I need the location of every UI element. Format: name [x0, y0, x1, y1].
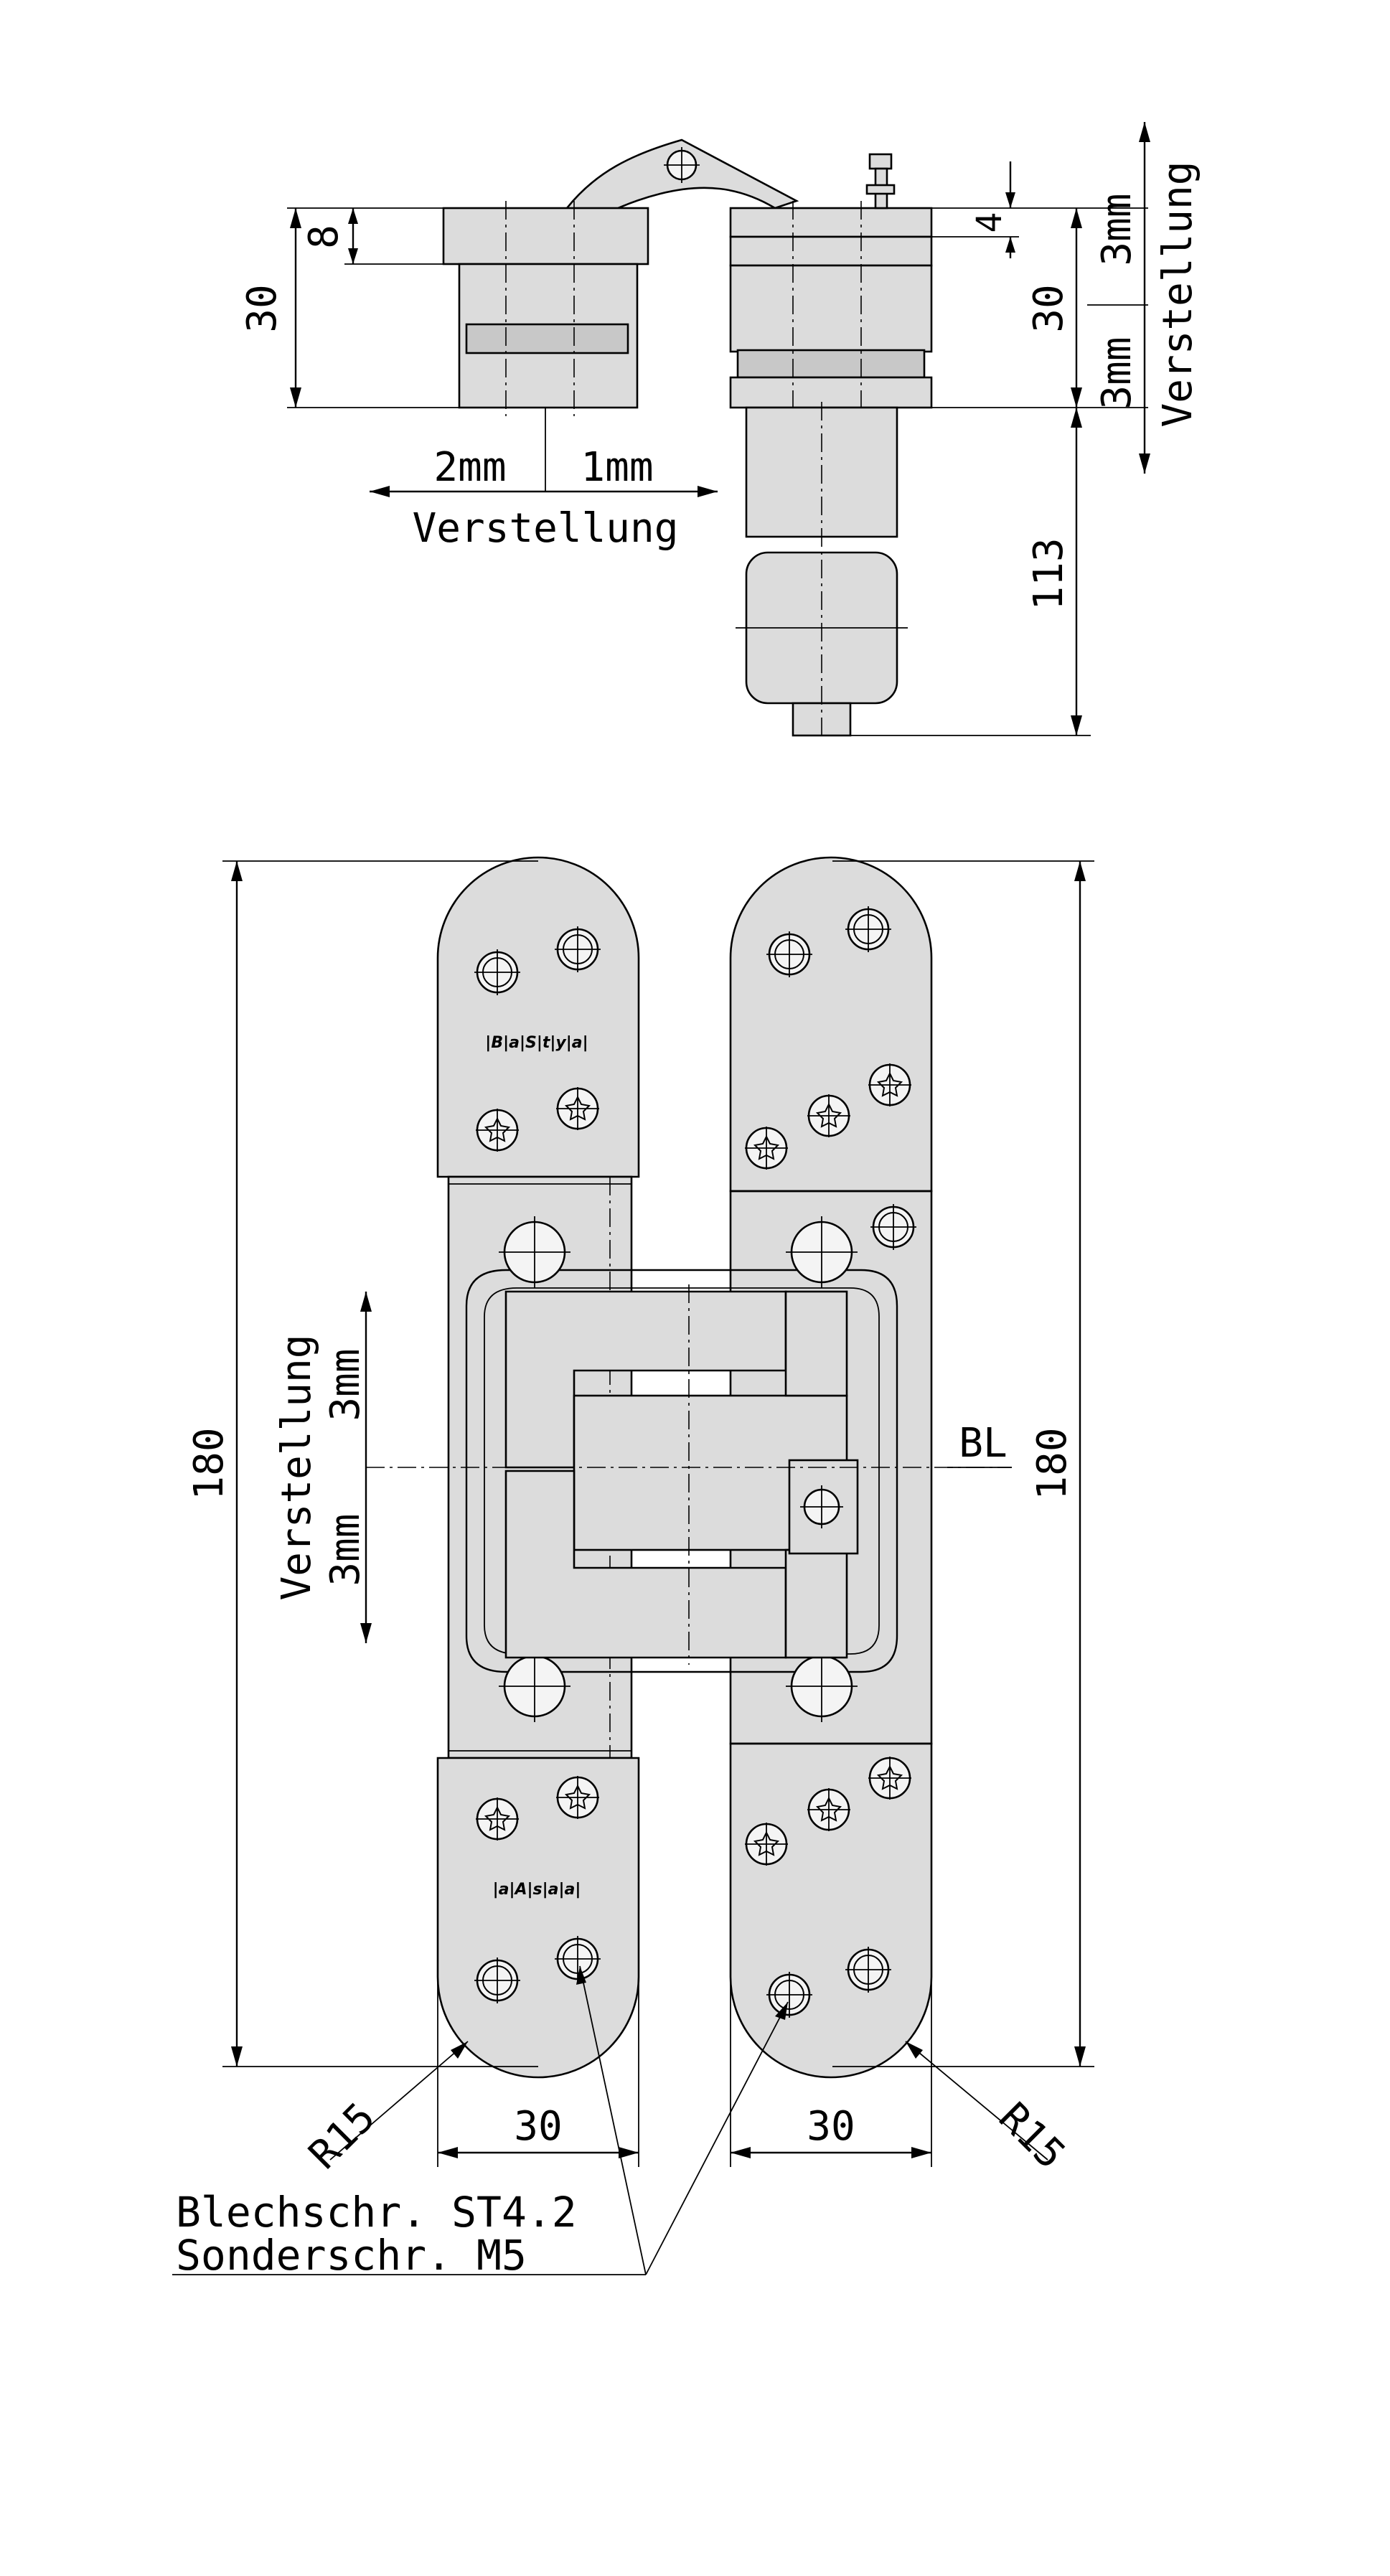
adjust-vertical-title: Verstellung — [1155, 161, 1201, 428]
top-view: 30 8 2mm 1mm Verstellung — [239, 122, 1201, 739]
cylinder-top — [736, 402, 908, 739]
dim-width-right: 30 — [730, 1977, 932, 2167]
adjust-right-label: 1mm — [581, 444, 653, 491]
radius-right-label: R15 — [990, 2094, 1074, 2178]
dim-width-right-label: 30 — [807, 2103, 855, 2150]
dim-right-height-label: 30 — [1025, 284, 1072, 332]
front-adjust-title: Verstellung — [273, 1335, 320, 1601]
adjust-down-label: 3mm — [1094, 337, 1140, 409]
adjust-left-label: 2mm — [433, 444, 506, 491]
right-body-top — [729, 153, 933, 416]
radius-left-label: R15 — [300, 2094, 384, 2178]
dim-height-left: 180 — [186, 860, 538, 2067]
dim-right-length-label: 113 — [1025, 537, 1072, 610]
dim-height-right: 180 — [832, 860, 1094, 2067]
dim-width-left-label: 30 — [514, 2103, 562, 2150]
front-view: |B|a|S|t|y|a| |a|A|s|a|a| — [172, 856, 1094, 2275]
screw-note-line2: Sonderschr. M5 — [176, 2231, 527, 2280]
dim-left-offset-label: 8 — [301, 225, 347, 249]
dim-height-right-label: 180 — [1029, 1427, 1076, 1500]
adjust-horizontal-title: Verstellung — [413, 505, 679, 552]
logo-bottom: |a|A|s|a|a| — [493, 1881, 581, 1899]
front-adjust-down-label: 3mm — [322, 1513, 369, 1586]
dim-right-small-label: 4 — [969, 212, 1010, 233]
dim-width-left: 30 — [437, 1977, 639, 2167]
baseline-label: BL — [959, 1420, 1007, 1467]
adjust-vertical-front: 3mm 3mm Verstellung BL — [273, 1292, 1012, 1643]
dim-left-offset: 8 — [301, 208, 459, 265]
hinge-mechanism — [465, 1215, 898, 1724]
dim-right-group: 30 4 113 — [850, 161, 1148, 736]
dim-left-height: 30 — [239, 207, 459, 408]
left-body-top — [442, 201, 649, 416]
screw-leader — [172, 1965, 789, 2275]
front-adjust-up-label: 3mm — [322, 1348, 369, 1421]
adjust-vertical-top: 3mm 3mm Verstellung — [1087, 122, 1201, 474]
adjust-horizontal: 2mm 1mm Verstellung — [370, 408, 718, 552]
dim-height-left-label: 180 — [186, 1427, 233, 1500]
logo-top: |B|a|S|t|y|a| — [485, 1034, 588, 1052]
dim-left-height-label: 30 — [239, 284, 286, 332]
screw-note-line1: Blechschr. ST4.2 — [176, 2188, 577, 2237]
hinge-arm-top — [565, 138, 799, 217]
radius-left: R15 — [300, 2041, 469, 2178]
adjust-up-label: 3mm — [1094, 193, 1140, 265]
